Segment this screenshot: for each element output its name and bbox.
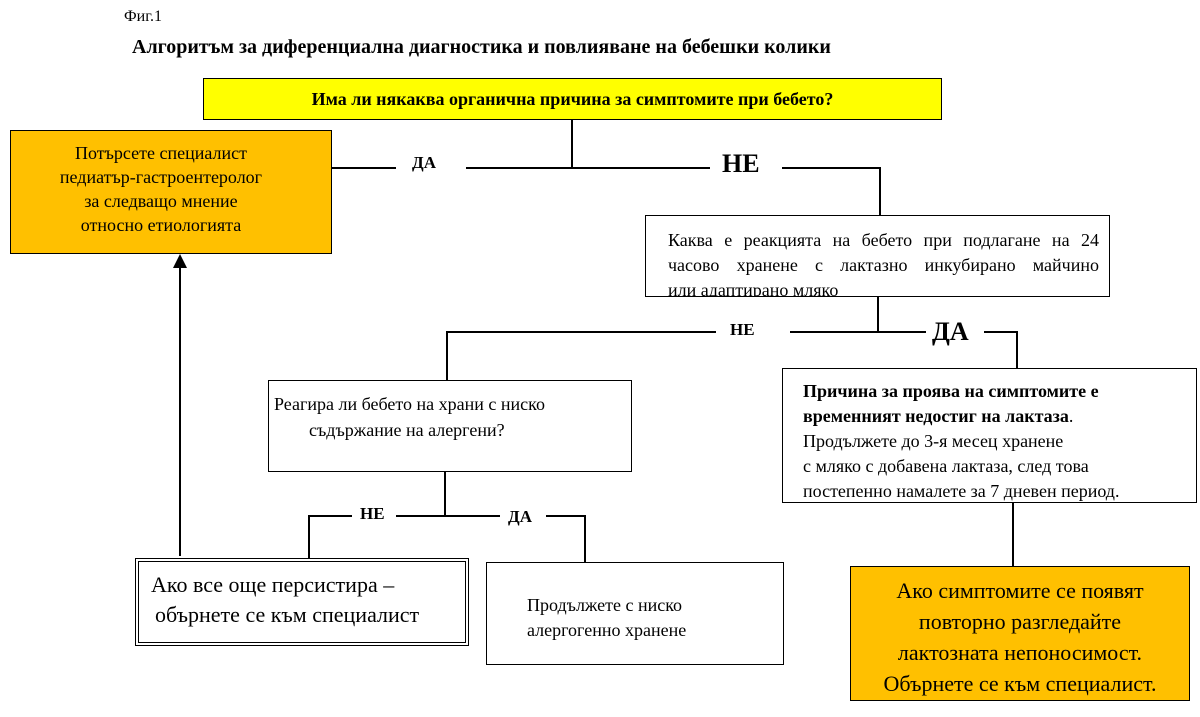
result-lactase-deficiency: Причина за проява на симптомите е времен… xyxy=(782,368,1197,503)
line-to-persist xyxy=(308,515,310,558)
question-lactase-feeding: Каква е реакцията на бебето при подлаган… xyxy=(645,215,1110,297)
action-persist-specialist: Ако все още персистира – обърнете се към… xyxy=(135,558,469,646)
line-q2-branch-left xyxy=(446,331,716,333)
result-lactase-deficiency-bold-row: временният недостиг на лактаза. xyxy=(803,404,1188,429)
edge-label-q1-yes: ДА xyxy=(412,153,436,172)
edge-label-q2-yes: ДА xyxy=(932,317,969,346)
line-q3-branch-right xyxy=(546,515,586,517)
question-organic-cause: Има ли някаква органична причина за симп… xyxy=(203,78,942,120)
action-see-specialist-line: Потърсете специалист xyxy=(75,143,247,163)
line-persist-up xyxy=(179,266,181,556)
edge-label-q2-no: НЕ xyxy=(730,320,755,339)
question-low-allergen: Реагира ли бебето на храни с ниско съдър… xyxy=(268,380,632,472)
line-to-q2 xyxy=(879,167,881,215)
action-see-specialist-line: педиатър-гастроентеролог xyxy=(59,167,263,187)
edge-label-q3-yes: ДА xyxy=(508,507,532,526)
diagram-title: Алгоритъм за диференциална диагностика и… xyxy=(132,36,831,58)
line-to-cause xyxy=(1016,331,1018,368)
line-q2-branch-right xyxy=(984,331,1018,333)
action-recurring-symptoms-line: Обърнете се към специалист. xyxy=(883,671,1157,696)
action-recurring-symptoms-line: повторно разгледайте xyxy=(918,609,1122,634)
action-see-specialist: Потърсете специалист педиатър-гастроенте… xyxy=(10,130,332,254)
result-lactase-deficiency-bold-line: временният недостиг на лактаза xyxy=(803,406,1069,426)
question-low-allergen-line: съдържание на алергени? xyxy=(309,420,505,440)
line-to-lowall xyxy=(584,515,586,562)
line-q1-branch-mid xyxy=(466,167,710,169)
line-q3-stem xyxy=(444,472,446,516)
question-lactase-feeding-line: часово хранене с лактазно инкубирано май… xyxy=(668,255,1099,275)
figure-label: Фиг.1 xyxy=(124,8,162,25)
line-q3-branch-mid xyxy=(396,515,500,517)
result-lactase-deficiency-bold-line: Причина за проява на симптомите е xyxy=(803,381,1099,401)
action-persist-specialist-line: Ако все още персистира – xyxy=(151,572,395,597)
line-q3-branch-left xyxy=(308,515,352,517)
result-lactase-deficiency-line: Продължете до 3-я месец хранене xyxy=(803,431,1064,451)
question-lactase-feeding-line: или адаптирано мляко xyxy=(668,280,839,297)
question-organic-cause-text: Има ли някаква органична причина за симп… xyxy=(311,88,834,109)
action-recurring-symptoms-line: лактозната непоносимост. xyxy=(897,640,1143,665)
action-recurring-symptoms: Ако симптомите се появят повторно разгле… xyxy=(850,566,1190,701)
arrow-head-up xyxy=(173,254,187,268)
edge-label-q3-no: НЕ xyxy=(360,504,385,523)
action-low-allergen-feeding-line: Продължете с ниско xyxy=(527,595,683,615)
line-to-q3 xyxy=(446,331,448,380)
result-lactase-deficiency-suffix: . xyxy=(1068,406,1074,426)
edge-label-q1-no: НЕ xyxy=(722,149,760,178)
action-persist-specialist-line: обърнете се към специалист xyxy=(155,602,420,627)
line-q2-branch-mid xyxy=(790,331,926,333)
action-see-specialist-line: за следващо мнение xyxy=(84,191,238,211)
action-low-allergen-feeding: Продължете с ниско алергогенно хранене xyxy=(486,562,784,665)
line-to-recur xyxy=(1012,503,1014,566)
result-lactase-deficiency-line: постепенно намалете за 7 дневен период. xyxy=(803,481,1120,501)
line-q1-stem xyxy=(571,120,573,168)
action-recurring-symptoms-line: Ако симптомите се появят xyxy=(896,578,1144,603)
line-q2-stem xyxy=(877,297,879,332)
question-lactase-feeding-line: Каква е реакцията на бебето при подлаган… xyxy=(668,230,1099,250)
question-low-allergen-line: Реагира ли бебето на храни с ниско xyxy=(274,394,545,414)
result-lactase-deficiency-line: с мляко с добавена лактаза, след това xyxy=(803,456,1089,476)
action-see-specialist-line: относно етиологията xyxy=(80,215,242,235)
line-q1-branch-right xyxy=(782,167,880,169)
action-low-allergen-feeding-line: алергогенно хранене xyxy=(527,620,687,640)
line-q1-branch-left xyxy=(332,167,396,169)
